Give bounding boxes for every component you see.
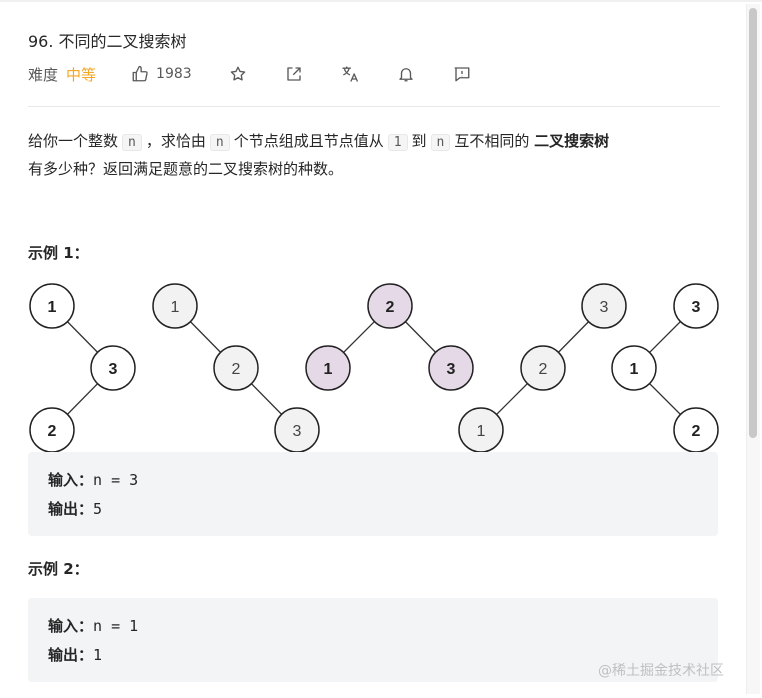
tree-node: 2 <box>213 345 259 391</box>
problem-title: 96. 不同的二叉搜索树 <box>28 32 187 51</box>
output-label: 输出： <box>48 500 94 518</box>
tree-node: 1 <box>458 407 504 453</box>
tree-node: 2 <box>367 283 413 329</box>
tree-node: 3 <box>274 407 320 453</box>
svg-text:3: 3 <box>109 361 118 378</box>
scrollbar-thumb[interactable] <box>749 8 757 438</box>
svg-text:2: 2 <box>539 361 548 378</box>
svg-text:3: 3 <box>692 299 701 316</box>
desc-line-2: 有多少种？返回满足题意的二叉搜索树的种数。 <box>28 160 344 178</box>
inline-code-n: n <box>122 134 142 151</box>
tree-node: 3 <box>581 283 627 329</box>
example-2-title: 示例 2： <box>28 560 89 578</box>
code-line-output: 输出：1 <box>48 641 698 670</box>
svg-text:1: 1 <box>171 299 180 316</box>
svg-text:1: 1 <box>477 423 486 440</box>
bell-icon[interactable] <box>396 64 416 84</box>
svg-text:1: 1 <box>48 299 57 316</box>
code-line-output: 输出：5 <box>48 495 698 524</box>
divider <box>28 106 720 107</box>
input-label: 输入： <box>48 617 94 635</box>
tree-node: 2 <box>29 407 75 453</box>
inline-code-1: 1 <box>387 134 408 151</box>
comment-icon[interactable] <box>452 64 472 84</box>
example-1-title: 示例 1： <box>28 244 89 262</box>
difficulty-label: 难度 <box>28 65 59 84</box>
tree-node: 1 <box>152 283 198 329</box>
bold-term: 二叉搜索树 <box>534 132 610 150</box>
svg-text:1: 1 <box>324 361 333 378</box>
svg-text:3: 3 <box>447 361 456 378</box>
desc-text: ，求恰由 <box>145 132 206 150</box>
difficulty-value: 中等 <box>66 65 97 84</box>
input-value: n = 1 <box>93 617 139 635</box>
translate-icon[interactable] <box>340 64 360 84</box>
svg-text:1: 1 <box>630 361 639 378</box>
input-value: n = 3 <box>93 471 139 489</box>
inline-code-n: n <box>430 134 451 151</box>
desc-text: 到 <box>411 132 427 150</box>
inline-code-n: n <box>209 134 230 151</box>
example-1-code: 输入：n = 3 输出：5 <box>28 452 718 536</box>
like-button[interactable]: 1983 <box>130 64 192 84</box>
tree-node: 3 <box>90 345 136 391</box>
desc-text: 给你一个整数 <box>28 132 119 150</box>
svg-text:2: 2 <box>386 299 395 316</box>
tree-node: 1 <box>29 283 75 329</box>
tree-node: 3 <box>673 283 719 329</box>
share-icon[interactable] <box>284 64 304 84</box>
svg-text:2: 2 <box>232 361 241 378</box>
code-line-input: 输入：n = 3 <box>48 466 698 495</box>
code-line-input: 输入：n = 1 <box>48 612 698 641</box>
like-count: 1983 <box>156 66 192 82</box>
top-border <box>0 0 762 2</box>
tree-node: 2 <box>520 345 566 391</box>
tree-node: 3 <box>428 345 474 391</box>
svg-text:3: 3 <box>293 423 302 440</box>
tree-node: 1 <box>305 345 351 391</box>
tree-node: 2 <box>673 407 719 453</box>
meta-row: 难度 中等 1983 <box>28 62 472 86</box>
bst-diagram: 1 3 2 1 2 3 2 1 3 3 2 1 3 1 2 <box>29 283 719 453</box>
output-label: 输出： <box>48 646 94 664</box>
star-icon[interactable] <box>228 64 248 84</box>
svg-text:2: 2 <box>48 423 57 440</box>
output-value: 1 <box>93 646 103 664</box>
svg-text:3: 3 <box>600 299 609 316</box>
example-2-code: 输入：n = 1 输出：1 <box>28 598 718 682</box>
output-value: 5 <box>93 500 103 518</box>
input-label: 输入： <box>48 471 94 489</box>
desc-text: 个节点组成且节点值从 <box>233 132 384 150</box>
watermark: @稀土掘金技术社区 <box>598 663 724 679</box>
tree-node: 1 <box>611 345 657 391</box>
thumbs-up-icon <box>130 64 150 84</box>
desc-text: 互不相同的 <box>454 132 530 150</box>
svg-text:2: 2 <box>692 423 701 440</box>
